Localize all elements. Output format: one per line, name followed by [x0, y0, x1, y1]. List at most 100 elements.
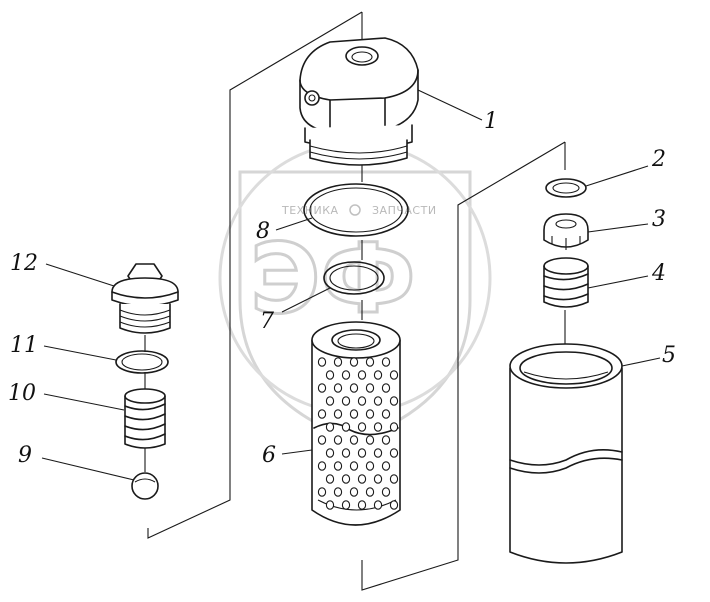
filter-hole	[325, 422, 335, 432]
filter-hole	[333, 383, 343, 393]
filter-hole	[333, 461, 343, 471]
filter-hole	[365, 461, 375, 471]
part-filter-housing-cup	[509, 343, 623, 564]
filter-hole	[389, 396, 399, 406]
axis-bracket-left	[147, 11, 363, 539]
callouts: 1 2 3 4 5 6 7 8 9 10 11 12	[8, 89, 676, 481]
callout-label-12: 12	[10, 251, 38, 276]
callout-label-2: 2	[651, 147, 666, 172]
callout-label-6: 6	[262, 443, 276, 468]
axis-bracket-right	[361, 141, 566, 591]
filter-hole	[333, 487, 343, 497]
filter-hole	[357, 474, 367, 484]
leader-line-12	[45, 263, 115, 287]
watermark-big-text: ЭФ	[250, 223, 416, 335]
leader-line-4	[587, 275, 649, 289]
leader-line-7	[281, 287, 331, 313]
filter-hole	[341, 500, 351, 510]
filter-hole	[389, 500, 399, 510]
callout-label-5: 5	[662, 343, 676, 368]
filter-hole	[357, 500, 367, 510]
part-housing-cap	[299, 37, 419, 166]
filter-hole	[381, 409, 391, 419]
filter-hole	[317, 461, 327, 471]
filter-hole	[381, 383, 391, 393]
filter-hole	[373, 370, 383, 380]
filter-hole	[357, 422, 367, 432]
filter-hole	[317, 487, 327, 497]
filter-hole	[341, 422, 351, 432]
leader-line-5	[621, 357, 661, 367]
filter-hole	[317, 409, 327, 419]
part-bypass-spring	[124, 388, 166, 449]
filter-hole	[373, 474, 383, 484]
part-valve-spring	[543, 257, 589, 308]
filter-hole	[325, 474, 335, 484]
callout-label-4: 4	[651, 261, 666, 286]
callout-label-1: 1	[484, 109, 498, 134]
filter-hole	[365, 435, 375, 445]
callout-label-9: 9	[18, 443, 32, 468]
filter-hole	[365, 409, 375, 419]
filter-hole	[325, 500, 335, 510]
filter-hole	[341, 448, 351, 458]
axis-lines	[144, 11, 566, 591]
filter-hole	[389, 448, 399, 458]
filter-hole	[389, 474, 399, 484]
filter-hole	[357, 370, 367, 380]
leader-line-2	[585, 165, 649, 187]
leader-line-3	[587, 223, 649, 233]
leader-line-6	[281, 449, 313, 455]
filter-hole	[349, 357, 359, 367]
filter-hole	[349, 487, 359, 497]
filter-hole	[381, 435, 391, 445]
filter-hole	[373, 500, 383, 510]
part-ball	[131, 472, 159, 500]
filter-hole	[317, 435, 327, 445]
filter-hole	[349, 409, 359, 419]
filter-hole	[341, 474, 351, 484]
filter-hole	[349, 383, 359, 393]
filter-hole	[317, 383, 327, 393]
leader-line-8	[275, 217, 313, 231]
watermark-text-right: ЗАПЧАСТИ	[372, 204, 437, 217]
filter-hole	[381, 461, 391, 471]
filter-hole	[381, 357, 391, 367]
part-filter-element	[311, 321, 401, 526]
filter-hole	[381, 487, 391, 497]
callout-label-8: 8	[256, 219, 270, 244]
callout-label-11: 11	[10, 333, 38, 358]
part-large-gasket	[303, 183, 409, 237]
callout-label-3: 3	[652, 207, 666, 232]
part-drain-plug	[111, 263, 179, 334]
leader-line-1	[417, 89, 483, 121]
filter-hole	[389, 370, 399, 380]
filter-hole	[341, 370, 351, 380]
callout-label-10: 10	[8, 381, 36, 406]
filter-hole	[365, 487, 375, 497]
filter-hole	[333, 357, 343, 367]
filter-hole	[373, 422, 383, 432]
filter-hole	[389, 422, 399, 432]
leader-line-10	[43, 393, 125, 411]
filter-hole	[341, 396, 351, 406]
filter-hole	[325, 396, 335, 406]
callout-label-7: 7	[260, 309, 274, 334]
filter-hole	[365, 383, 375, 393]
filter-hole	[357, 396, 367, 406]
filter-hole	[325, 448, 335, 458]
filter-hole	[373, 396, 383, 406]
filter-hole	[317, 357, 327, 367]
part-small-gasket	[323, 261, 385, 295]
leader-line-11	[43, 345, 117, 361]
filter-hole	[325, 370, 335, 380]
part-ring-washer	[545, 178, 587, 198]
part-plug-gasket	[115, 350, 169, 374]
filter-hole	[365, 357, 375, 367]
filter-hole	[357, 448, 367, 458]
filter-hole	[333, 435, 343, 445]
part-valve-cap	[543, 213, 589, 250]
filter-perforation-holes	[317, 357, 399, 510]
